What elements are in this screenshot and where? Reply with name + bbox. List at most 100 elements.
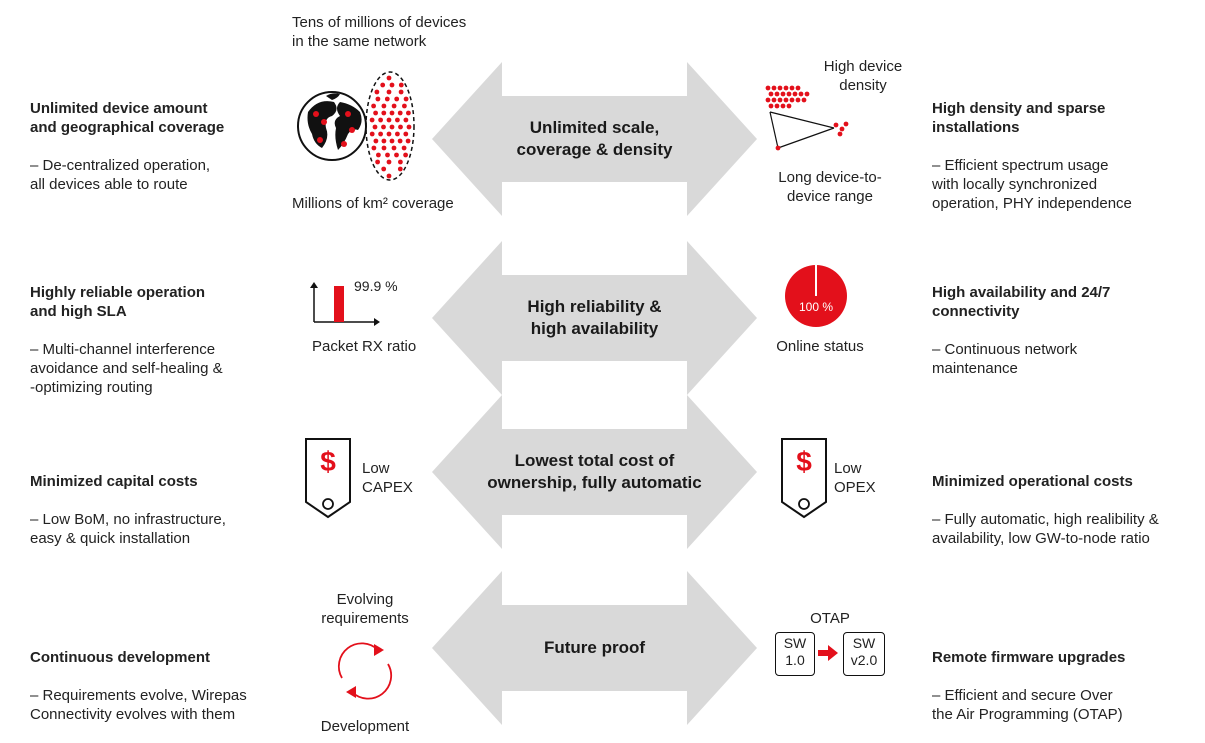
node-dot: [777, 85, 783, 91]
row4-left-title: Continuous development: [30, 649, 210, 666]
device-dot: [397, 138, 403, 144]
row1-right-desc: – Efficient spectrum usage with locally …: [932, 157, 1132, 212]
device-dot: [403, 117, 409, 123]
row4-double-arrow: [432, 571, 757, 725]
device-dot: [371, 103, 376, 109]
device-dot: [403, 96, 409, 102]
row2-double-arrow: [432, 241, 757, 395]
device-dot: [372, 124, 378, 130]
development-cycle-icon: [337, 642, 393, 700]
row1-icon-bottom-label: Millions of km² coverage: [292, 195, 454, 212]
row3-center-label: Lowest total cost of ownership, fully au…: [487, 451, 702, 492]
sw-old-version-box: SW 1.0: [775, 632, 815, 676]
device-dot: [395, 117, 400, 123]
opex-dollar-symbol: $: [796, 446, 812, 477]
row2-left-title: Highly reliable operation and high SLA: [30, 284, 206, 320]
row2-right-block: High availability and 24/7 connectivity …: [932, 264, 1192, 397]
row3-left-title: Minimized capital costs: [30, 473, 198, 490]
device-dot: [374, 89, 380, 95]
node-dot: [771, 85, 777, 91]
node-dot: [795, 97, 801, 103]
node-dot: [801, 97, 807, 103]
row1-right-title: High density and sparse installations: [932, 100, 1106, 136]
node-dot: [795, 85, 801, 91]
node-dot: [780, 91, 786, 97]
device-dot: [406, 110, 411, 116]
row3-right-block: Minimized operational costs – Fully auto…: [932, 453, 1202, 567]
row1-left-block: Unlimited device amount and geographical…: [30, 80, 290, 213]
opex-price-tag-icon: [781, 438, 827, 519]
packet-bar-chart-icon: [310, 282, 380, 326]
cycle-bottom-label: Development: [320, 718, 410, 735]
device-dot: [401, 145, 407, 151]
online-status-pie-icon: [785, 265, 847, 327]
row3-double-arrow: [432, 395, 757, 549]
node-dot: [780, 103, 786, 109]
capex-label: Low CAPEX: [362, 460, 413, 496]
device-dot: [386, 159, 392, 165]
row4-right-title: Remote firmware upgrades: [932, 649, 1126, 666]
device-dot: [398, 159, 403, 165]
device-dot: [369, 131, 375, 137]
row1-left-title: Unlimited device amount and geographical…: [30, 100, 225, 136]
device-dot: [397, 166, 403, 172]
node-dot: [777, 97, 783, 103]
device-dot: [397, 110, 403, 116]
node-dot: [786, 103, 792, 109]
node-dot: [833, 122, 839, 128]
opex-label: Low OPEX: [834, 460, 876, 496]
device-dot: [378, 117, 383, 123]
device-dot: [381, 166, 387, 172]
row3-left-block: Minimized capital costs – Low BoM, no in…: [30, 453, 290, 567]
node-dot: [774, 91, 780, 97]
node-dot: [774, 103, 780, 109]
node-dot: [783, 85, 789, 91]
device-dot: [369, 117, 375, 123]
packet-bar-label: Packet RX ratio: [312, 338, 417, 355]
node-dot: [839, 126, 845, 132]
node-dot: [786, 91, 792, 97]
device-dot: [386, 117, 392, 123]
device-dot: [389, 82, 395, 88]
device-dot: [386, 173, 392, 179]
node-dot: [843, 121, 849, 127]
capex-price-tag-icon: [305, 438, 351, 519]
row2-left-block: Highly reliable operation and high SLA –…: [30, 264, 290, 416]
otap-label: OTAP: [810, 610, 850, 627]
device-dot: [406, 124, 412, 130]
device-dot: [385, 152, 390, 158]
device-dot: [403, 152, 408, 158]
row2-right-desc: – Continuous network maintenance: [932, 341, 1078, 377]
node-dot: [768, 91, 774, 97]
device-dot: [381, 103, 387, 109]
device-dot: [386, 75, 392, 81]
density-range-icon: [765, 85, 849, 151]
row4-center-label: Future proof: [543, 638, 646, 657]
device-dot: [381, 138, 387, 144]
row2-left-desc: – Multi-channel interference avoidance a…: [30, 341, 223, 396]
node-dot: [789, 97, 795, 103]
device-dot: [405, 138, 411, 144]
row1-right-block: High density and sparse installations – …: [932, 80, 1192, 232]
device-dot: [381, 145, 387, 151]
device-dot: [380, 82, 386, 88]
cycle-top-label: Evolving requirements: [321, 591, 409, 627]
row4-left-desc: – Requirements evolve, Wirepas Connectiv…: [30, 687, 247, 723]
device-dot: [375, 159, 380, 165]
device-dot: [389, 138, 395, 144]
device-dot: [391, 145, 397, 151]
node-dot: [804, 91, 810, 97]
device-dot: [371, 145, 377, 151]
row2-center-label: High reliability & high availability: [527, 297, 662, 338]
row1-icon-top-label: Tens of millions of devices in the same …: [292, 14, 467, 50]
sw-new-version-box: SW v2.0: [843, 632, 885, 676]
node-dot: [771, 97, 777, 103]
device-dot: [376, 152, 381, 158]
device-dot: [395, 131, 400, 137]
device-dot: [398, 89, 404, 95]
node-dot: [765, 97, 771, 103]
row4-left-block: Continuous development – Requirements ev…: [30, 629, 300, 743]
upgrade-arrow-icon: [818, 645, 838, 661]
row4-right-desc: – Efficient and secure Over the Air Prog…: [932, 687, 1123, 723]
capex-dollar-symbol: $: [320, 446, 336, 477]
